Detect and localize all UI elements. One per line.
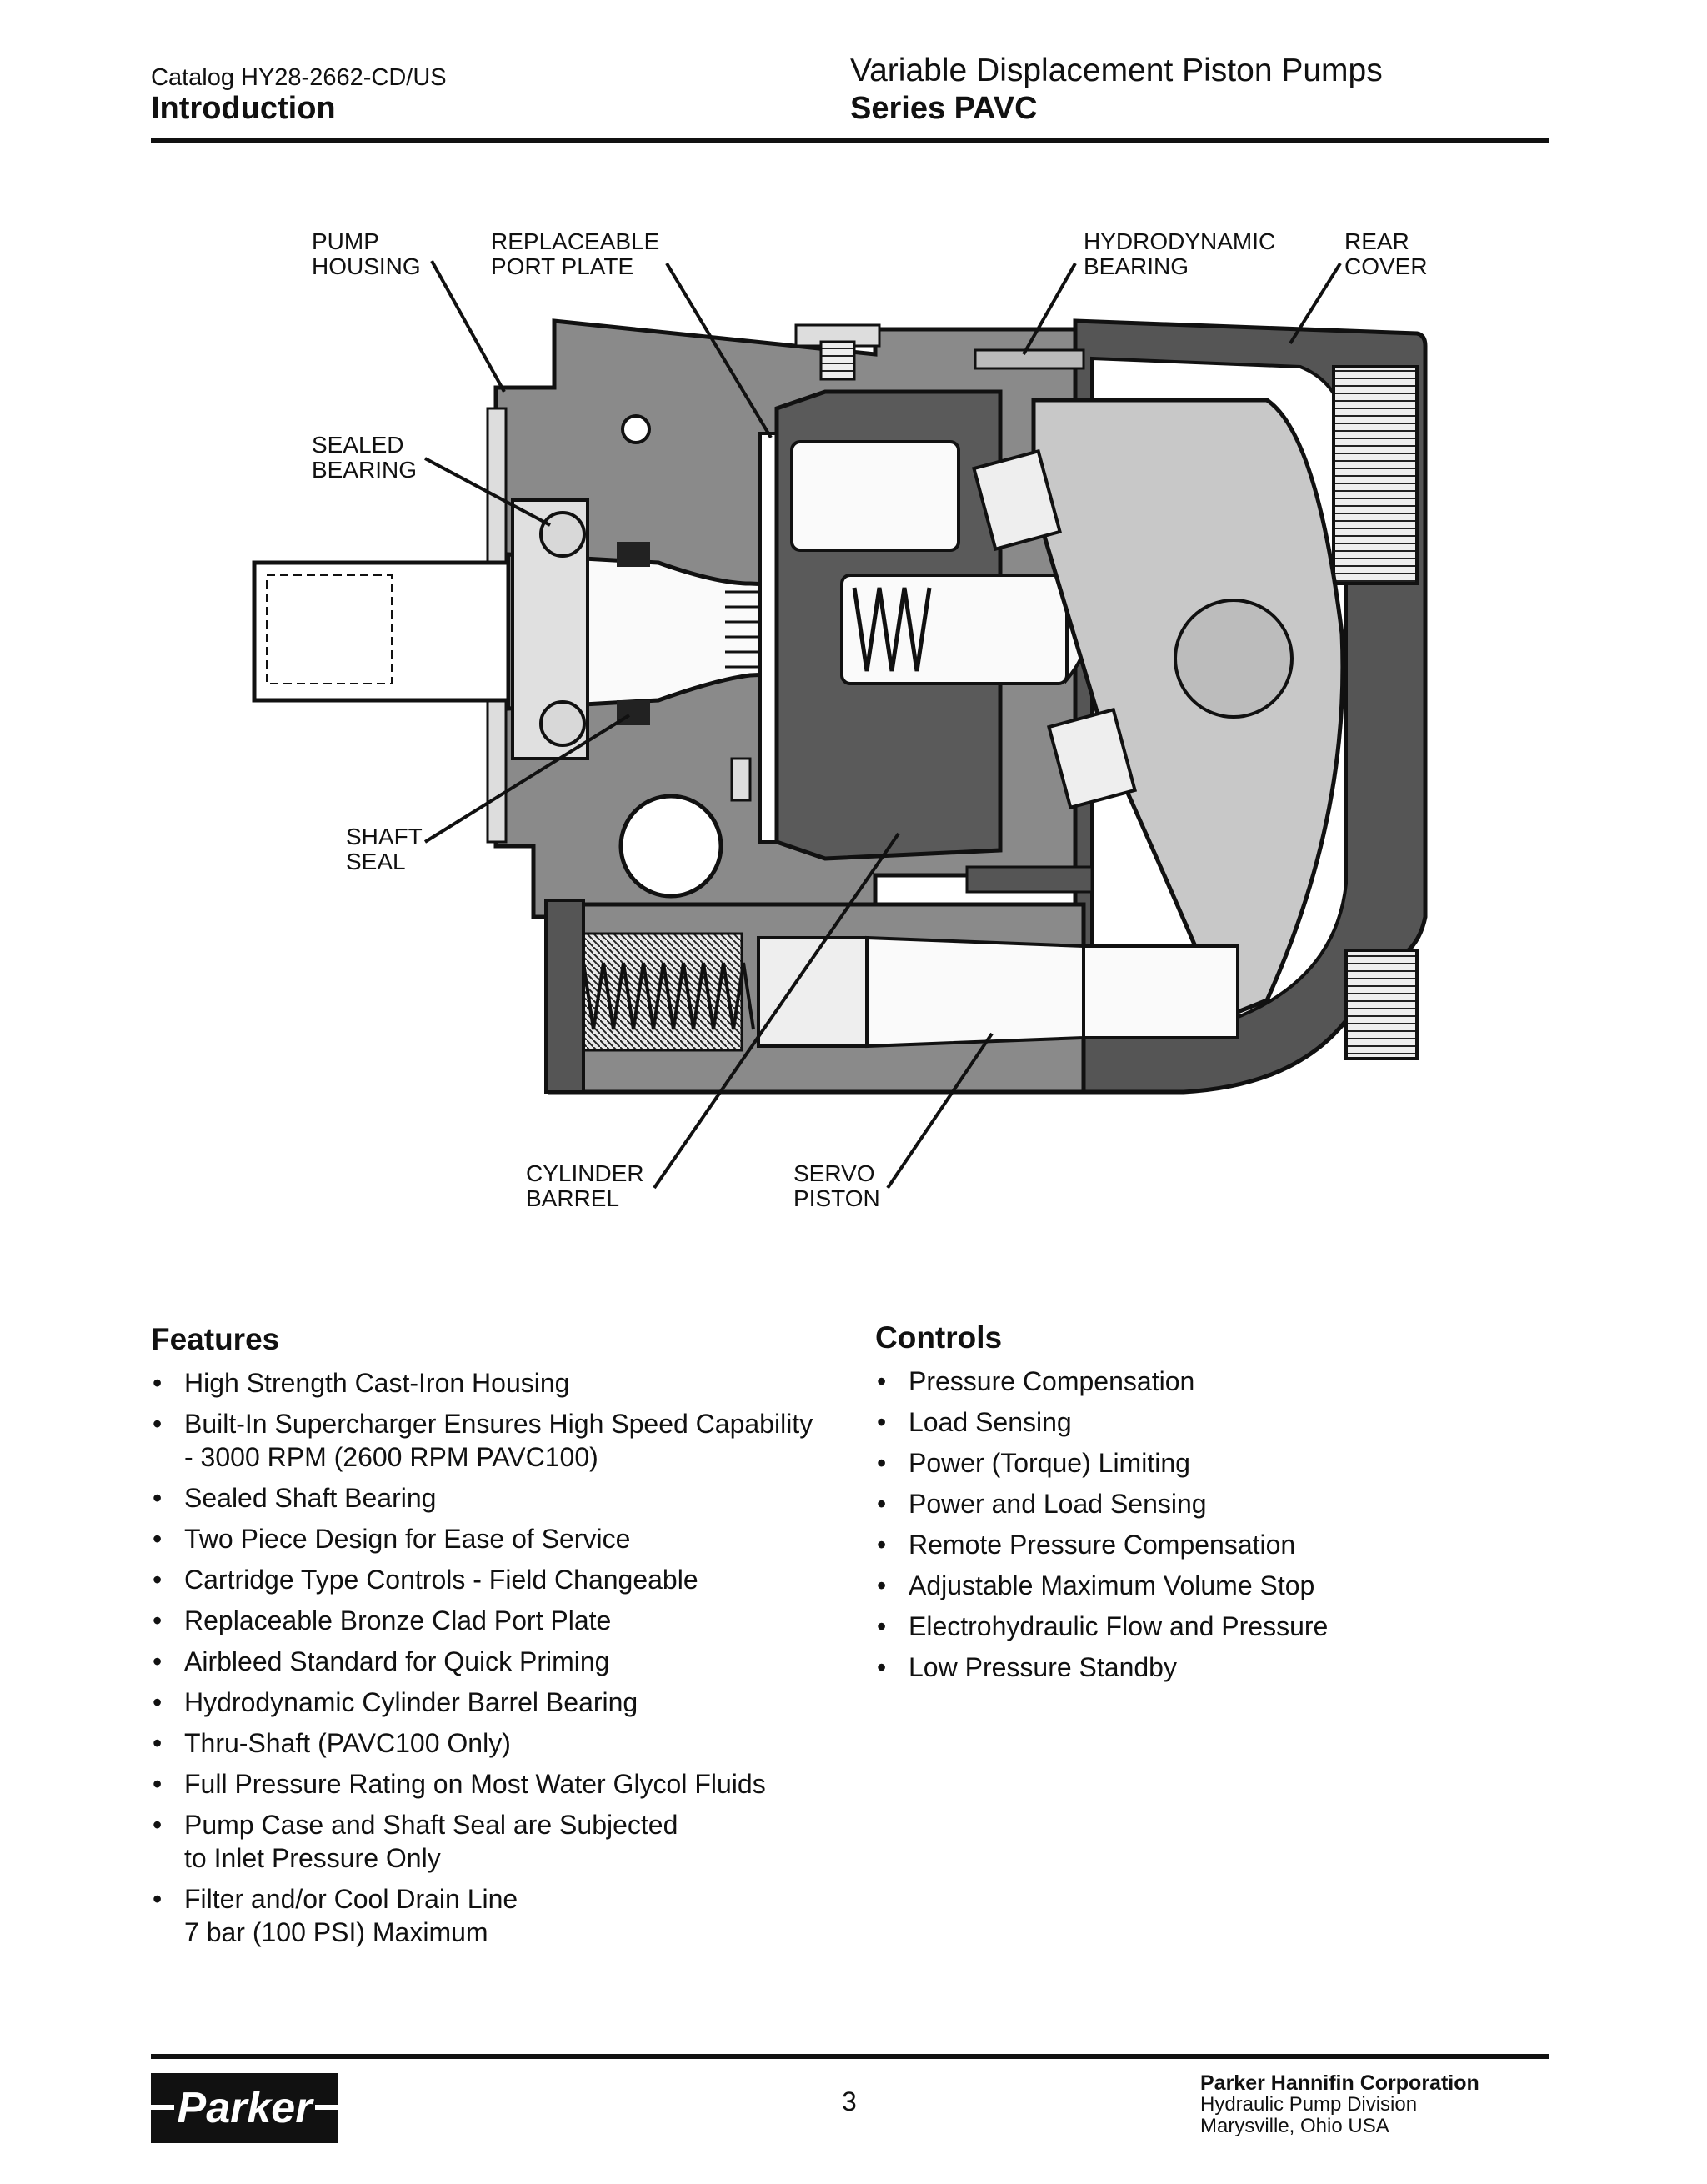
label-pump-housing-1: PUMP (312, 228, 379, 254)
list-item: Thru-Shaft (PAVC100 Only) (151, 1726, 843, 1760)
location: Marysville, Ohio USA (1200, 2115, 1389, 2137)
label-rear-cover-1: REAR (1344, 228, 1409, 254)
pump-cutaway-diagram: PUMP HOUSING REPLACEABLE PORT PLATE HYDR… (252, 228, 1428, 1211)
footer-company-block: Parker Hannifin Corporation Hydraulic Pu… (1200, 2072, 1479, 2137)
label-cylinder-barrel-1: CYLINDER (526, 1160, 644, 1186)
list-item: Electrohydraulic Flow and Pressure (875, 1610, 1542, 1643)
label-shaft-seal-1: SHAFT (346, 824, 423, 849)
list-item: Sealed Shaft Bearing (151, 1481, 843, 1515)
list-item: Airbleed Standard for Quick Priming (151, 1645, 843, 1678)
label-servo-piston-2: PISTON (793, 1185, 880, 1211)
list-item: Cartridge Type Controls - Field Changeab… (151, 1563, 843, 1596)
product-title: Variable Displacement Piston Pumps (850, 53, 1383, 88)
label-hydro-bearing-1: HYDRODYNAMIC (1084, 228, 1275, 254)
servo-spring (582, 962, 755, 1030)
controls-list: Pressure Compensation Load Sensing Power… (875, 1365, 1542, 1684)
list-item: Two Piece Design for Ease of Service (151, 1522, 843, 1555)
section-title: Introduction (151, 91, 336, 126)
bearing-ball-bottom (539, 700, 586, 747)
list-item: Pressure Compensation (875, 1365, 1542, 1398)
label-port-plate-2: PORT PLATE (491, 253, 633, 279)
servo-piston (865, 935, 1085, 1049)
catalog-number: Catalog HY28-2662-CD/US (151, 64, 447, 91)
series-title: Series PAVC (850, 91, 1038, 126)
list-item: High Strength Cast-Iron Housing (151, 1366, 843, 1400)
label-pump-housing-2: HOUSING (312, 253, 421, 279)
label-servo-piston-1: SERVO (793, 1160, 875, 1186)
controls-section: Controls Pressure Compensation Load Sens… (875, 1320, 1542, 1691)
header-rule (151, 138, 1549, 143)
features-title: Features (151, 1322, 280, 1356)
company-name: Parker Hannifin Corporation (1200, 2071, 1479, 2095)
parker-logo: Parker (151, 2073, 338, 2143)
bearing-ball-top (539, 511, 586, 558)
drive-shaft (252, 560, 523, 703)
hydrodynamic-bearing (974, 348, 1085, 370)
list-item: Filter and/or Cool Drain Line 7 bar (100… (151, 1882, 843, 1949)
list-item: Power and Load Sensing (875, 1487, 1542, 1520)
label-rear-cover-2: COVER (1344, 253, 1428, 279)
label-hydro-bearing-2: BEARING (1084, 253, 1189, 279)
division-name: Hydraulic Pump Division (1200, 2093, 1418, 2116)
list-item: Pump Case and Shaft Seal are Subjected t… (151, 1808, 843, 1875)
swashplate-yoke (1031, 398, 1345, 1020)
list-item: Load Sensing (875, 1405, 1542, 1439)
list-item: Adjustable Maximum Volume Stop (875, 1569, 1542, 1602)
list-item: Power (Torque) Limiting (875, 1446, 1542, 1480)
list-item: Remote Pressure Compensation (875, 1528, 1542, 1561)
label-port-plate-1: REPLACEABLE (491, 228, 659, 254)
label-sealed-bearing-1: SEALED (312, 432, 404, 458)
label-cylinder-barrel-2: BARREL (526, 1185, 619, 1211)
port-plate (758, 432, 778, 844)
logo-wordmark: Parker (173, 2083, 316, 2133)
label-sealed-bearing-2: BEARING (312, 457, 417, 483)
controls-title: Controls (875, 1320, 1003, 1355)
features-section: Features High Strength Cast-Iron Housing… (151, 1321, 843, 1956)
features-list: High Strength Cast-Iron Housing Built-In… (151, 1366, 843, 1949)
list-item: Built-In Supercharger Ensures High Speed… (151, 1407, 843, 1474)
footer-rule (151, 2054, 1549, 2059)
page-number: 3 (842, 2086, 857, 2116)
list-item: Hydrodynamic Cylinder Barrel Bearing (151, 1686, 843, 1719)
list-item: Full Pressure Rating on Most Water Glyco… (151, 1767, 843, 1801)
label-shaft-seal-2: SEAL (346, 849, 406, 874)
list-item: Low Pressure Standby (875, 1651, 1542, 1684)
list-item: Replaceable Bronze Clad Port Plate (151, 1604, 843, 1637)
